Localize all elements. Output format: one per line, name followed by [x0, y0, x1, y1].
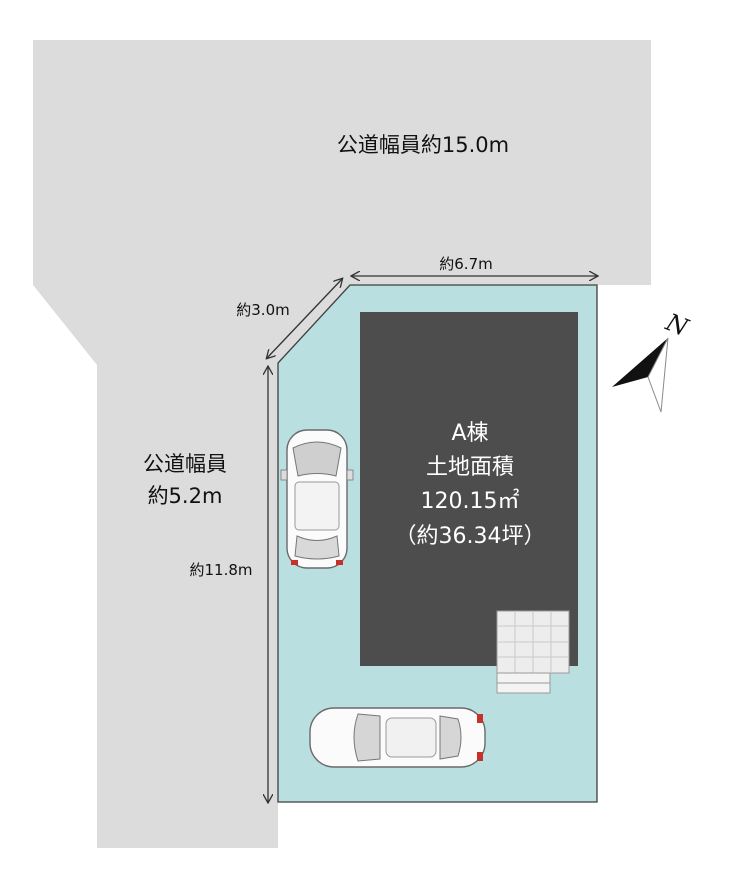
north-road-label: 公道幅員約15.0m — [337, 133, 509, 157]
dim-line-corner-cut — [267, 279, 342, 358]
car-horizontal — [309, 707, 486, 768]
porch-deck — [496, 610, 570, 694]
dim-left-length-label: 約11.8m — [189, 561, 252, 579]
dim-corner-cut-label: 約3.0m — [236, 301, 289, 319]
house-area-title: 土地面積 — [426, 455, 514, 480]
house-area-sqm: 120.15㎡ — [421, 488, 520, 514]
west-road-label-line1: 公道幅員 — [143, 452, 227, 476]
house-area-tsubo: （約36.34坪） — [395, 524, 546, 549]
dim-top-width-label: 約6.7m — [439, 255, 492, 273]
road-area — [33, 40, 651, 848]
house-footprint — [360, 312, 578, 666]
north-road — [33, 40, 651, 848]
north-letter: N — [661, 308, 693, 343]
house-name: A棟 — [451, 421, 488, 446]
north-arrow-icon: N — [612, 308, 693, 413]
car-vertical — [280, 429, 354, 569]
west-road-label-line2: 約5.2m — [148, 484, 223, 508]
